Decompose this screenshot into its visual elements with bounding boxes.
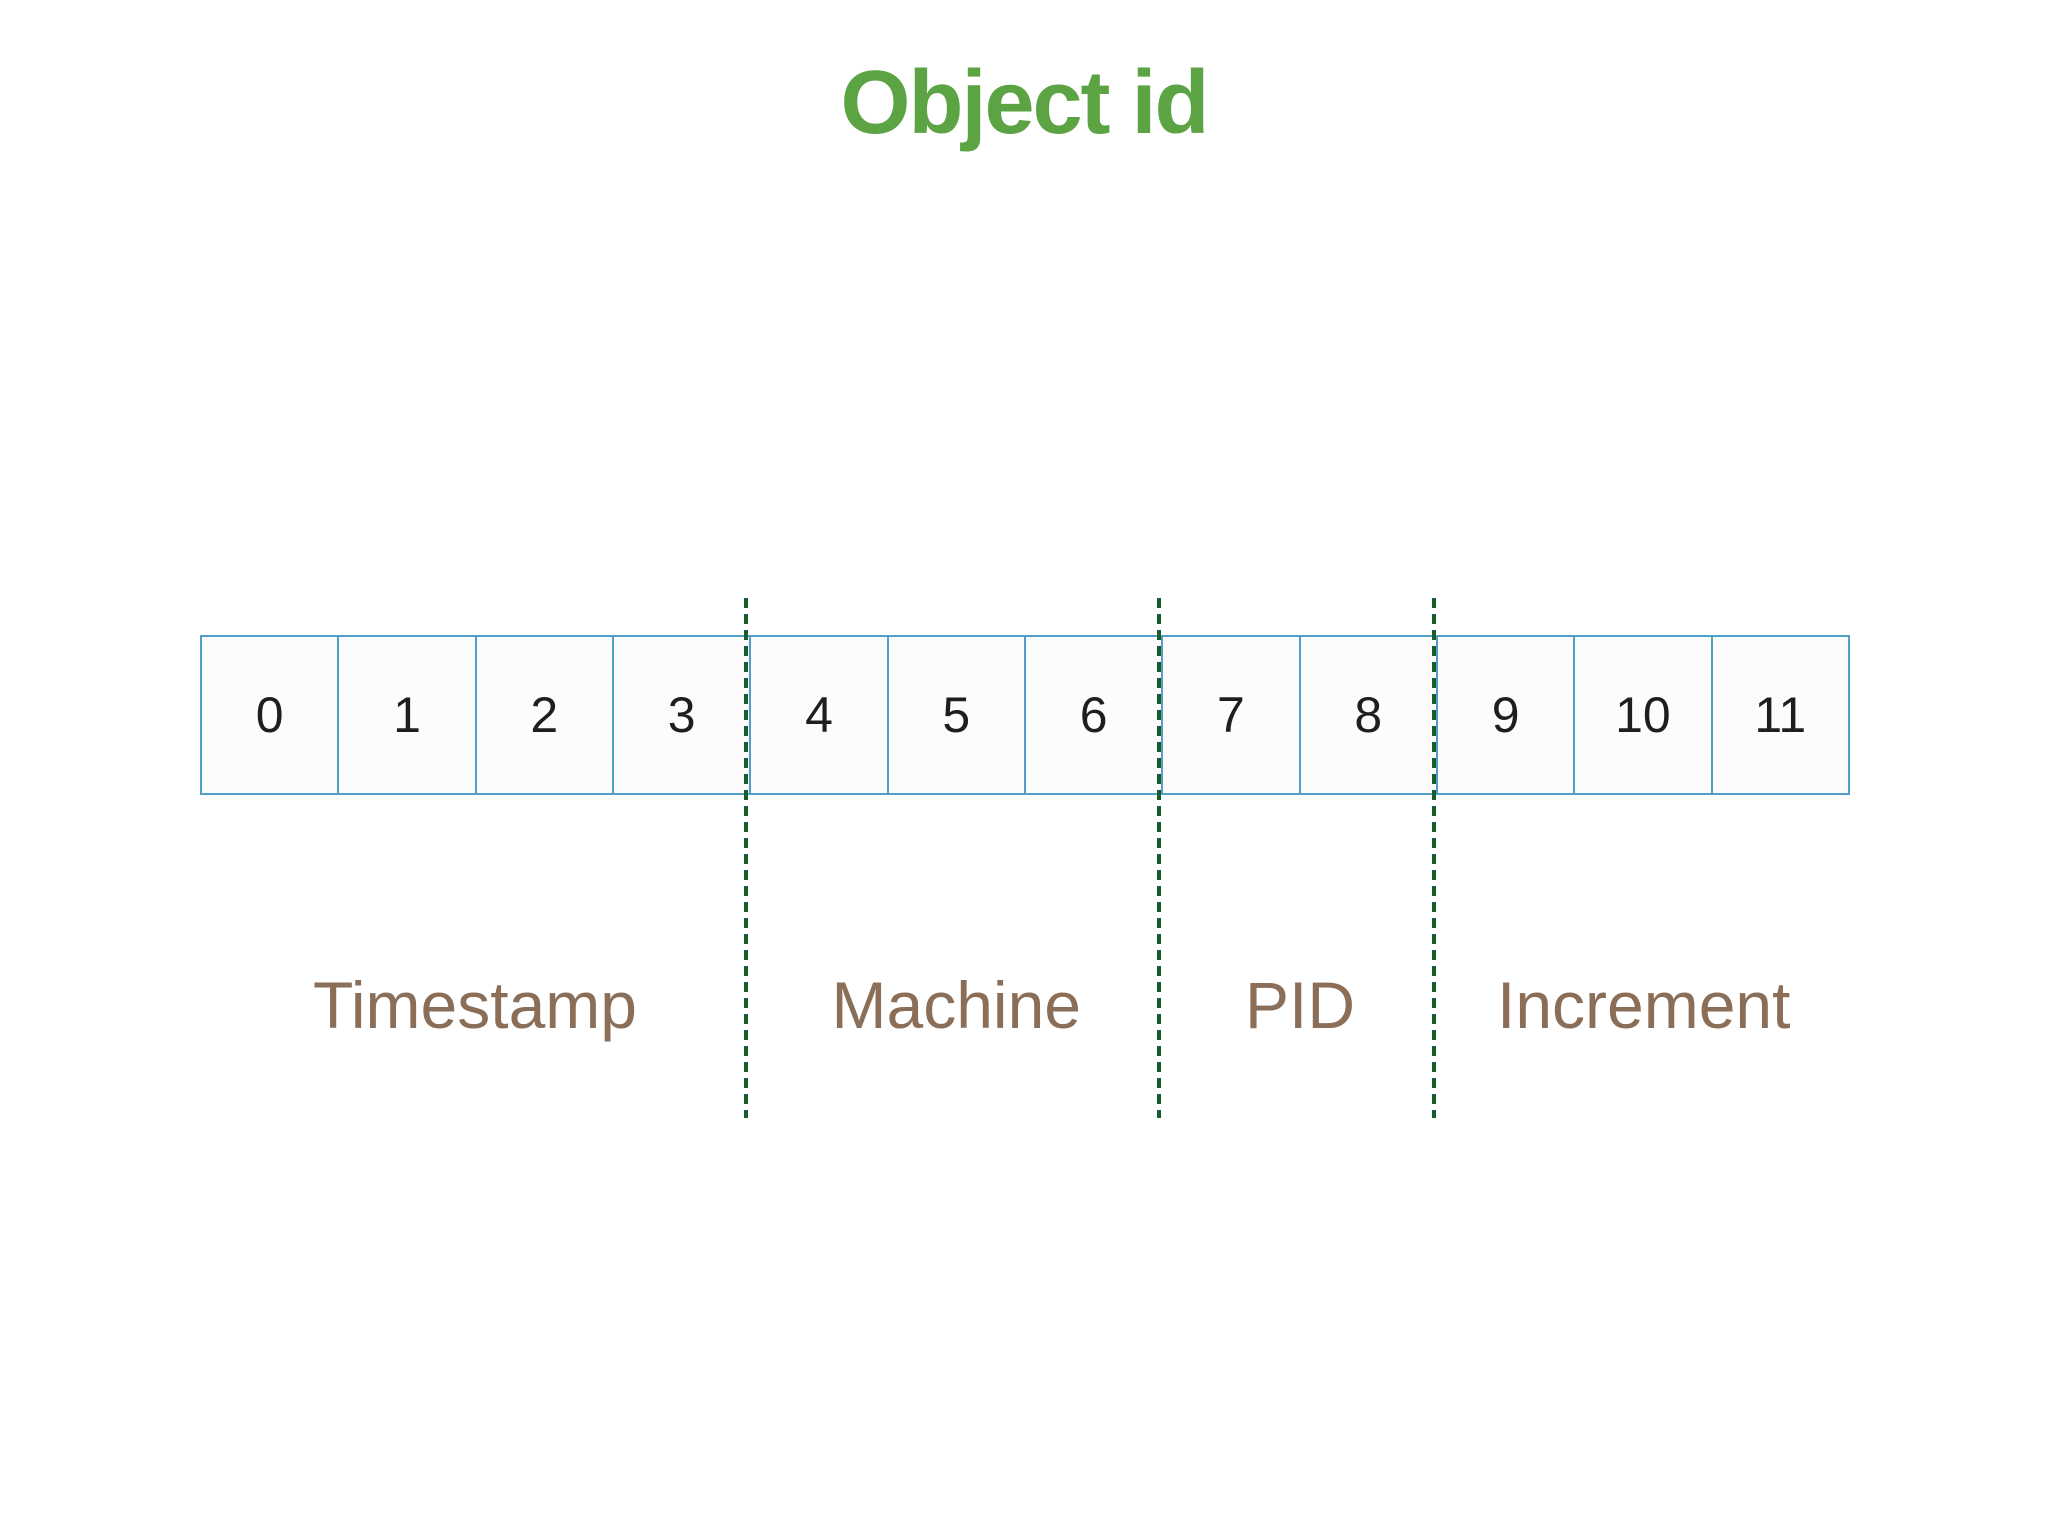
byte-cell-7: 7 bbox=[1163, 637, 1301, 793]
section-label-pid: PID bbox=[1244, 968, 1356, 1042]
byte-cell-4: 4 bbox=[751, 637, 889, 793]
section-labels: Timestamp Machine PID Increment bbox=[200, 965, 1850, 1045]
byte-cell-2: 2 bbox=[476, 637, 614, 793]
section-divider-timestamp-machine bbox=[744, 598, 748, 1118]
section-divider-machine-pid bbox=[1157, 598, 1161, 1118]
byte-cell-1: 1 bbox=[339, 637, 477, 793]
diagram-title: Object id bbox=[840, 53, 1209, 153]
byte-cell-8: 8 bbox=[1300, 637, 1438, 793]
byte-cell-10: 10 bbox=[1575, 637, 1713, 793]
byte-cell-11: 11 bbox=[1712, 637, 1848, 793]
byte-cell-0: 0 bbox=[202, 637, 340, 793]
byte-row: 0 1 2 3 4 5 6 7 8 9 10 11 bbox=[200, 635, 1850, 795]
section-label-machine: Machine bbox=[831, 968, 1081, 1042]
byte-cell-3: 3 bbox=[613, 637, 752, 793]
byte-cell-5: 5 bbox=[888, 637, 1026, 793]
section-divider-pid-increment bbox=[1432, 598, 1436, 1118]
section-label-timestamp: Timestamp bbox=[313, 968, 637, 1042]
byte-cell-9: 9 bbox=[1437, 637, 1576, 793]
section-label-increment: Increment bbox=[1497, 968, 1791, 1042]
byte-cell-6: 6 bbox=[1025, 637, 1164, 793]
